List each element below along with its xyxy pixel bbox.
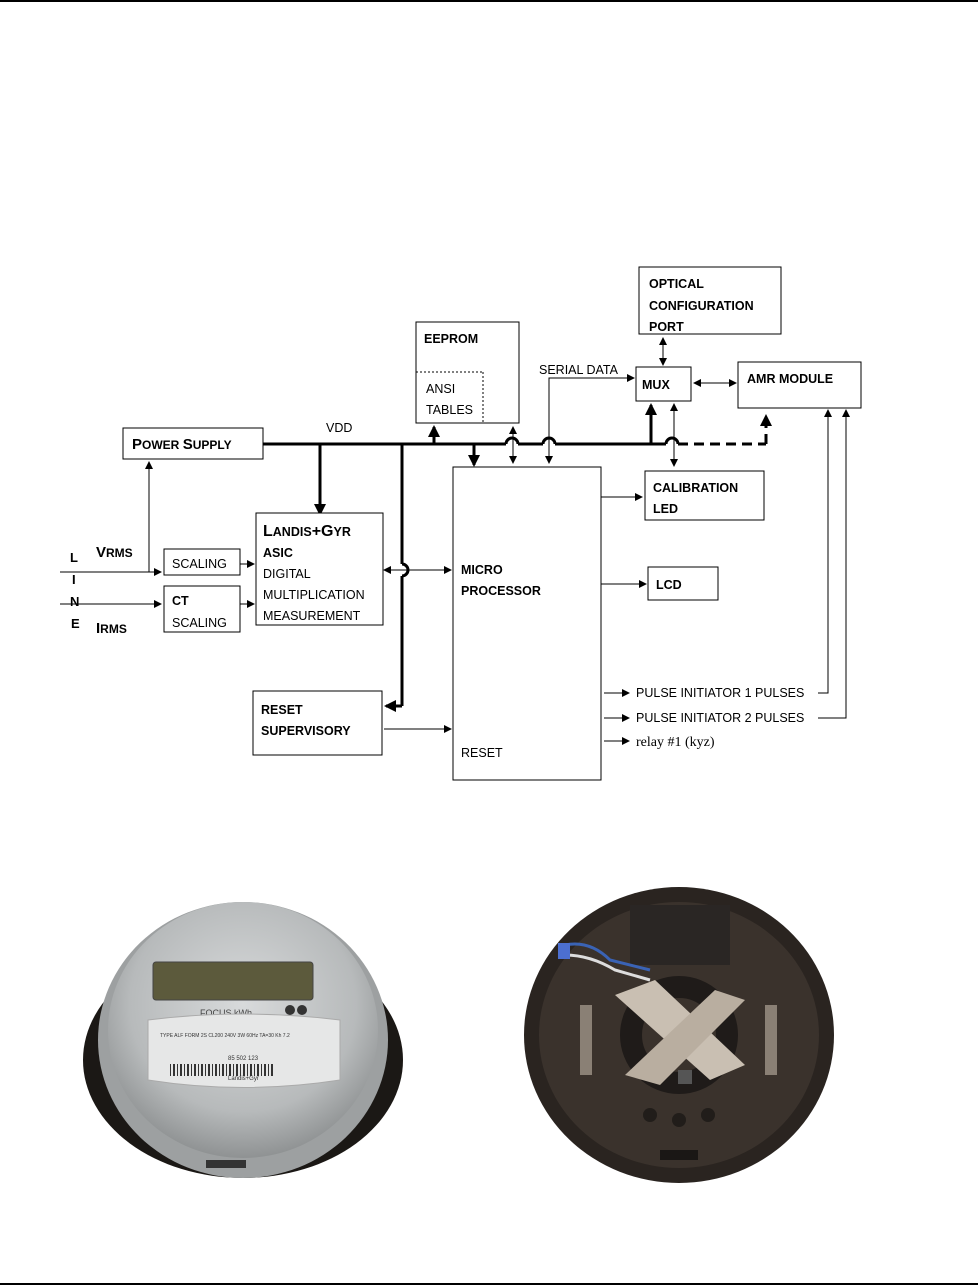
top-rule bbox=[0, 0, 978, 2]
scaling-label: SCALING bbox=[172, 557, 227, 571]
eeprom-label: EEPROM bbox=[424, 332, 478, 346]
meter-bus-bar-2 bbox=[625, 990, 745, 1085]
pulse-initiator-1-label: PULSE INITIATOR 1 PULSES bbox=[636, 686, 804, 700]
vrms-label: VRMS bbox=[96, 544, 133, 561]
optical-port-line3: PORT bbox=[649, 320, 684, 334]
meter-vent bbox=[206, 1160, 246, 1168]
meter-brand: Landis+Gyr bbox=[228, 1076, 259, 1082]
thin-connectors bbox=[60, 337, 850, 745]
amr-module-label: AMR MODULE bbox=[747, 372, 833, 386]
bottom-rule bbox=[0, 1283, 978, 1285]
mux-block: MUX bbox=[635, 366, 692, 402]
power-supply-label: POWER SUPPLY bbox=[132, 436, 232, 453]
microprocessor-line1: MICRO bbox=[461, 563, 503, 577]
meter-hole-3 bbox=[701, 1108, 715, 1122]
meter-blade-right bbox=[765, 1005, 777, 1075]
asic-line3: DIGITAL bbox=[263, 567, 311, 581]
meter-blade-left bbox=[580, 1005, 592, 1075]
optical-port-line2: CONFIGURATION bbox=[649, 299, 754, 313]
microprocessor-reset-label: RESET bbox=[461, 746, 503, 760]
serial-data-label: SERIAL DATA bbox=[539, 363, 619, 377]
meter-hole-2 bbox=[672, 1113, 686, 1127]
meter-wire-white bbox=[564, 953, 651, 982]
line-letter-i: I bbox=[72, 572, 76, 587]
calibration-led-block: CALIBRATION LED bbox=[644, 470, 765, 521]
line-letter-l: L bbox=[70, 550, 78, 565]
reset-supervisory-line2: SUPERVISORY bbox=[261, 724, 351, 738]
meter-screw bbox=[678, 1070, 692, 1084]
irms-label: IRMS bbox=[96, 620, 127, 637]
line-letter-e: E bbox=[71, 616, 80, 631]
line-label: L I N E bbox=[70, 550, 80, 631]
meter-bottom-vent bbox=[660, 1150, 698, 1160]
reset-supervisory-block: RESET SUPERVISORY bbox=[252, 690, 383, 756]
block-diagram: OPTICAL CONFIGURATION PORT EEPROM ANSI T… bbox=[60, 266, 862, 781]
vdd-label: VDD bbox=[326, 421, 352, 435]
eeprom-block: EEPROM ANSI TABLES bbox=[415, 321, 520, 424]
mux-label: MUX bbox=[642, 378, 670, 392]
asic-line5: MEASUREMENT bbox=[263, 609, 361, 623]
ct-scaling-label: SCALING bbox=[172, 616, 227, 630]
lcd-block: LCD bbox=[647, 566, 719, 601]
voltage-scaling-block: SCALING bbox=[163, 548, 241, 576]
meter-led-1 bbox=[285, 1005, 295, 1015]
ct-label: CT bbox=[172, 594, 189, 608]
line-letter-n: N bbox=[70, 594, 79, 609]
ansi-tables-line1: ANSI bbox=[426, 382, 455, 396]
meter-barcode bbox=[170, 1064, 273, 1076]
calibration-led-line1: CALIBRATION bbox=[653, 481, 738, 495]
meter-connector bbox=[558, 943, 570, 959]
meter-internal-photo bbox=[524, 887, 834, 1183]
power-supply-block: POWER SUPPLY bbox=[122, 427, 264, 460]
microprocessor-line2: PROCESSOR bbox=[461, 584, 541, 598]
meter-front-photo: FOCUS kWh TYPE ALF FORM 2S CL200 240V 3W… bbox=[83, 902, 403, 1178]
optical-port-block: OPTICAL CONFIGURATION PORT bbox=[638, 266, 782, 335]
asic-line4: MULTIPLICATION bbox=[263, 588, 365, 602]
meter-lcd-window bbox=[152, 961, 314, 1001]
microprocessor-block: MICRO PROCESSOR RESET bbox=[452, 466, 602, 781]
meter-type-line: TYPE ALF FORM 2S CL200 240V 3W 60Hz TA=3… bbox=[160, 1033, 290, 1039]
optical-port-line1: OPTICAL bbox=[649, 277, 704, 291]
meter-led-2 bbox=[297, 1005, 307, 1015]
asic-block: LANDIS+GYR ASIC DIGITAL MULTIPLICATION M… bbox=[255, 512, 384, 626]
meter-focus-label: FOCUS kWh bbox=[200, 1008, 252, 1018]
ansi-tables-line2: TABLES bbox=[426, 403, 473, 417]
relay-kyz-label: relay #1 (kyz) bbox=[636, 735, 715, 750]
calibration-led-line2: LED bbox=[653, 502, 678, 516]
asic-line2: ASIC bbox=[263, 546, 293, 560]
asic-brand-label: LANDIS+GYR bbox=[263, 523, 351, 540]
meter-top-socket bbox=[630, 905, 730, 965]
amr-module-block: AMR MODULE bbox=[737, 361, 862, 409]
meter-hole-1 bbox=[643, 1108, 657, 1122]
pulse-initiator-2-label: PULSE INITIATOR 2 PULSES bbox=[636, 711, 804, 725]
meter-serial: 85 502 123 bbox=[228, 1056, 259, 1062]
ct-scaling-block: CT SCALING bbox=[163, 585, 241, 633]
meter-wire-blue bbox=[564, 942, 651, 972]
lcd-label: LCD bbox=[656, 578, 682, 592]
reset-supervisory-line1: RESET bbox=[261, 703, 303, 717]
